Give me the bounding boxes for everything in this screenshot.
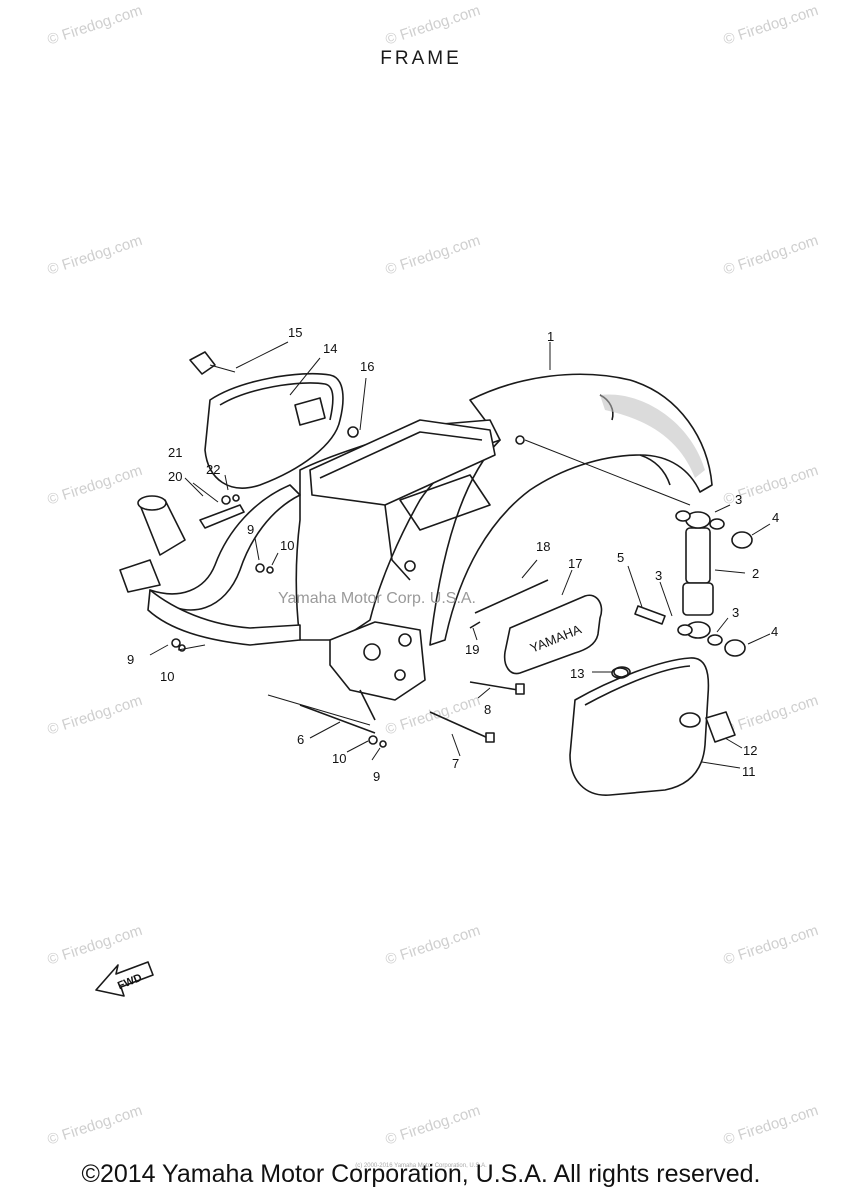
callout-19: 19 xyxy=(465,642,479,657)
callout-3b: 3 xyxy=(655,568,662,583)
callout-12: 12 xyxy=(743,743,757,758)
callout-4a: 4 xyxy=(772,510,779,525)
callout-13: 13 xyxy=(570,666,584,681)
callout-11: 11 xyxy=(742,764,756,779)
callout-8: 8 xyxy=(484,702,491,717)
callout-4b: 4 xyxy=(771,624,778,639)
callout-9c: 9 xyxy=(373,769,380,784)
fwd-arrow-icon: FWD xyxy=(95,961,154,997)
callout-20: 20 xyxy=(168,469,182,484)
callout-15: 15 xyxy=(288,325,302,340)
bolts xyxy=(171,494,631,748)
callout-3a: 3 xyxy=(735,492,742,507)
right-side-cover xyxy=(569,657,736,796)
callout-3c: 3 xyxy=(732,605,739,620)
callout-9b: 9 xyxy=(127,652,134,667)
callout-10a: 10 xyxy=(280,538,294,553)
callout-16: 16 xyxy=(360,359,374,374)
copyright-footer: ©2014 Yamaha Motor Corporation, U.S.A. A… xyxy=(81,1160,761,1188)
callout-17: 17 xyxy=(568,556,582,571)
callout-5: 5 xyxy=(617,550,624,565)
footer-small-text: (c) 2000-2016 Yamaha Motor Corporation, … xyxy=(355,1163,487,1169)
callout-10c: 10 xyxy=(332,751,346,766)
callout-14: 14 xyxy=(323,341,337,356)
callout-6: 6 xyxy=(297,732,304,747)
callout-7: 7 xyxy=(452,756,459,771)
callout-numbers: 1 2 3 3 3 4 4 5 6 7 8 9 9 10 10 10 11 12… xyxy=(127,325,779,784)
callout-2: 2 xyxy=(752,566,759,581)
center-watermark: Yamaha Motor Corp. U.S.A. xyxy=(278,590,476,607)
callout-22: 22 xyxy=(206,462,220,477)
shock-absorber xyxy=(634,510,753,657)
callout-18: 18 xyxy=(536,539,550,554)
callout-9a: 9 xyxy=(247,522,254,537)
tool-bag: YAMAHA xyxy=(469,579,603,675)
callout-10b: 10 xyxy=(160,669,174,684)
diagram-title: FRAME xyxy=(380,48,462,69)
callout-21: 21 xyxy=(168,445,182,460)
left-side-cover xyxy=(189,351,359,489)
callout-1: 1 xyxy=(547,329,554,344)
leader-lines xyxy=(149,341,771,769)
main-frame xyxy=(119,373,713,721)
